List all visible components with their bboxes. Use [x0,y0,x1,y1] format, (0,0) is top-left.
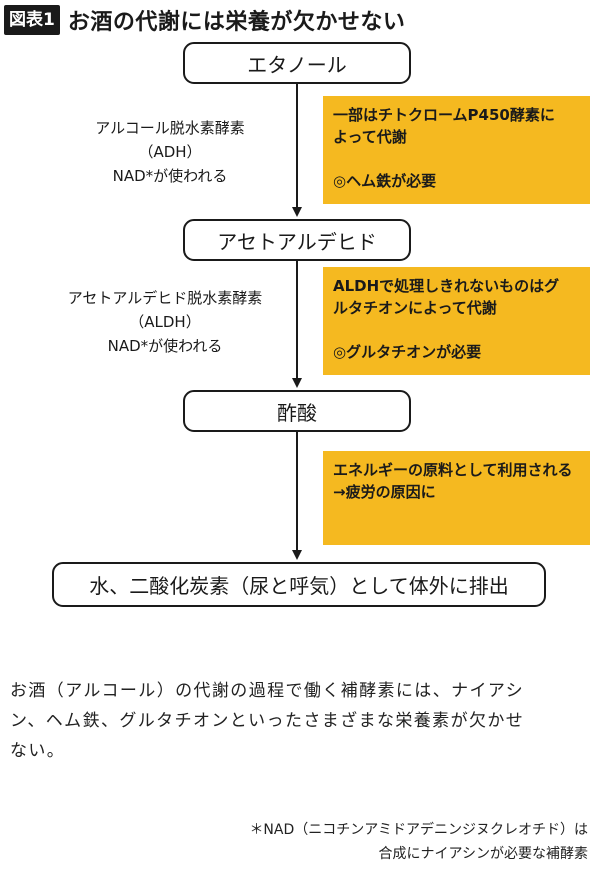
note-line: よって代謝 [333,128,407,146]
enzyme-aldh-label: アセトアルデヒド脱水素酵素 （ALDH） NAD*が使われる [40,286,290,358]
note-line: ALDHで処理しきれないものはグ [333,277,560,295]
figure-header: 図表1 お酒の代謝には栄養が欠かせない [4,4,405,36]
note-line: 一部はチトクロームP450酵素に [333,106,555,124]
node-acetic-acid: 酢酸 [183,390,411,432]
node-excretion: 水、二酸化炭素（尿と呼気）として体外に排出 [52,562,546,607]
enzyme-adh-label: アルコール脱水素酵素 （ADH） NAD*が使われる [60,116,280,188]
figure-title: お酒の代謝には栄養が欠かせない [67,10,406,35]
footnote-line: ＊NAD（ニコチンアミドアデニンジヌクレオチド）は [249,822,588,838]
note-line: エネルギーの原料として利用される [333,461,573,479]
footnote: ＊NAD（ニコチンアミドアデニンジヌクレオチド）は 合成にナイアシンが必要な補酵… [249,818,588,866]
enzyme-aldh-cofactor: NAD*が使われる [107,337,223,355]
note-line: ◎グルタチオンが必要 [333,343,482,361]
flow-arrows [292,84,302,560]
enzyme-adh-cofactor: NAD*が使われる [112,167,228,185]
enzyme-aldh-abbr: （ALDH） [129,313,201,331]
note-energy-source: エネルギーの原料として利用される →疲労の原因に [323,451,590,545]
note-line: →疲労の原因に [333,483,436,501]
note-gap [333,148,580,170]
figure-label: 図表1 [4,5,60,35]
node-ethanol: エタノール [183,42,411,84]
enzyme-adh-name: アルコール脱水素酵素 [95,119,245,137]
enzyme-aldh-name: アセトアルデヒド脱水素酵素 [67,289,263,307]
note-line: ルタチオンによって代謝 [333,299,497,317]
caption: お酒（アルコール）の代謝の過程で働く補酵素には、ナイアシ ン、ヘム鉄、グルタチオ… [10,676,592,766]
caption-line: ン、ヘム鉄、グルタチオンといったさまざまな栄養素が欠かせ [10,711,525,731]
caption-line: お酒（アルコール）の代謝の過程で働く補酵素には、ナイアシ [10,681,525,701]
enzyme-adh-abbr: （ADH） [138,143,202,161]
node-acetaldehyde: アセトアルデヒド [183,219,411,261]
caption-line: ない。 [10,741,66,761]
note-cytochrome-p450: 一部はチトクロームP450酵素に よって代謝 ◎ヘム鉄が必要 [323,96,590,204]
note-glutathione: ALDHで処理しきれないものはグ ルタチオンによって代謝 ◎グルタチオンが必要 [323,267,590,375]
footnote-line: 合成にナイアシンが必要な補酵素 [378,846,588,862]
note-line: ◎ヘム鉄が必要 [333,172,437,190]
note-gap [333,319,580,341]
